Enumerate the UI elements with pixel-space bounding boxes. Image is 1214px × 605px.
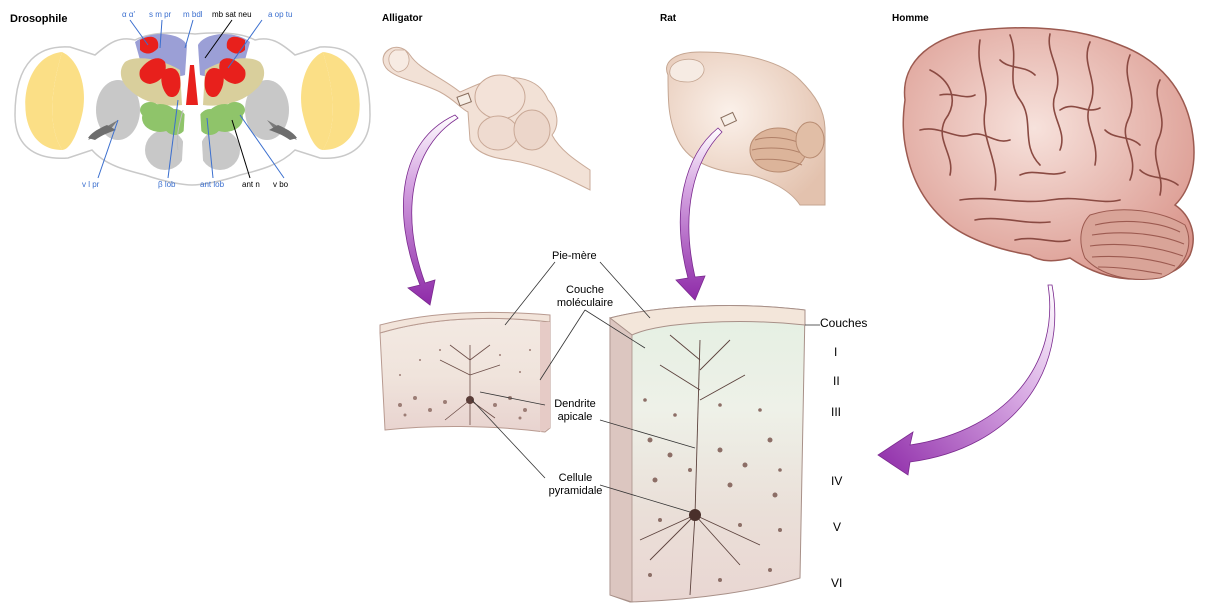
fly-label-vbo: v bo	[273, 180, 288, 189]
fly-label-antn: ant n	[242, 180, 260, 189]
small-cortex-block	[380, 312, 550, 432]
fly-label-alpha: α α'	[122, 10, 135, 19]
label-pyramidal-line1: Cellule	[538, 472, 613, 485]
layer-II: II	[833, 374, 840, 388]
label-dendrite-line2: apicale	[540, 411, 610, 424]
fly-label-antlob: ant lob	[200, 180, 224, 189]
layer-III: III	[831, 405, 841, 419]
layer-V: V	[833, 520, 841, 534]
layers-title: Couches	[820, 316, 867, 330]
human-brain-illustration	[903, 28, 1194, 280]
layer-I: I	[834, 345, 837, 359]
large-cortex-block	[610, 306, 805, 602]
human-title: Homme	[892, 13, 929, 24]
layer-VI: VI	[831, 576, 842, 590]
label-pia-mater: Pie-mère	[552, 250, 597, 263]
label-dendrite-line1: Dendrite	[540, 398, 610, 411]
alligator-title: Alligator	[382, 13, 423, 24]
rat-title: Rat	[660, 13, 676, 24]
label-molecular-layer: Couche moléculaire	[545, 284, 625, 310]
arrow-human-to-cortex	[878, 285, 1055, 475]
label-pyramidal-cell: Cellule pyramidale	[538, 472, 613, 498]
label-molecular-line2: moléculaire	[545, 297, 625, 310]
fly-label-smpr: s m pr	[149, 10, 171, 19]
drosophila-title: Drosophile	[10, 13, 67, 25]
arrow-alligator-to-cortex	[403, 115, 458, 305]
label-pyramidal-line2: pyramidale	[538, 485, 613, 498]
label-molecular-line1: Couche	[545, 284, 625, 297]
fly-label-vlpr: v l pr	[82, 180, 99, 189]
fly-label-mbsatneu: mb sat neu	[212, 10, 252, 19]
label-apical-dendrite: Dendrite apicale	[540, 398, 610, 424]
drosophila-brain-diagram	[15, 20, 370, 185]
fly-label-aoptu: a op tu	[268, 10, 292, 19]
fly-label-blob: β lob	[158, 180, 176, 189]
fly-label-mbdl: m bdl	[183, 10, 203, 19]
layer-IV: IV	[831, 474, 842, 488]
